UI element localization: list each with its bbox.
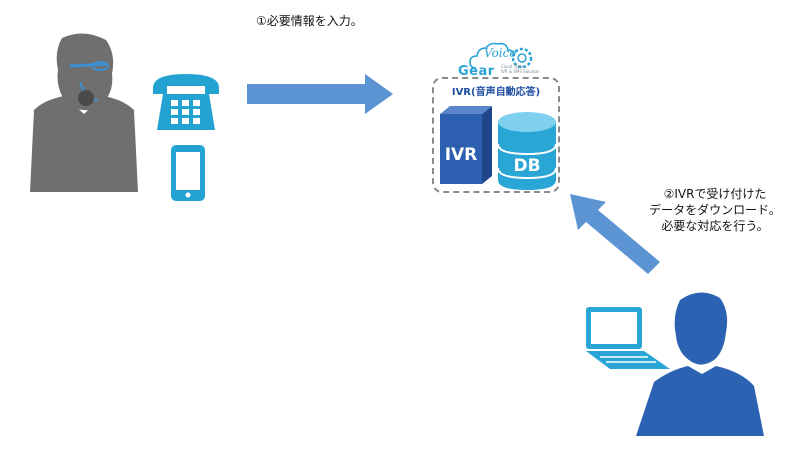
operator-person-icon bbox=[636, 292, 764, 436]
caller-head bbox=[56, 33, 114, 111]
logo-subtitle-line1: Cloud Type bbox=[501, 64, 523, 69]
caller-person-icon bbox=[30, 33, 138, 192]
ivr-server-label: IVR bbox=[445, 145, 478, 165]
download-arrow-icon bbox=[570, 194, 660, 274]
caller-glasses bbox=[69, 62, 109, 68]
operator-body bbox=[636, 366, 764, 436]
smartphone-icon bbox=[171, 145, 205, 201]
caller-body bbox=[30, 96, 138, 192]
caller-glasses-lens bbox=[91, 61, 109, 71]
step2-line1: ②IVRで受け付けた bbox=[663, 187, 767, 201]
logo-subtitle: Cloud Type IVR & SMS Solution bbox=[501, 64, 561, 74]
ivr-system-box bbox=[432, 77, 560, 193]
operator-head bbox=[674, 292, 728, 365]
ivr-server-icon: IVR bbox=[440, 106, 492, 184]
laptop-icon bbox=[586, 307, 670, 369]
desk-phone-icon bbox=[153, 74, 219, 130]
logo-voice-text: Voice bbox=[484, 46, 517, 60]
gear-icon bbox=[511, 47, 533, 69]
step2-caption: ②IVRで受け付けた データをダウンロード。 必要な対応を行う。 bbox=[630, 186, 800, 234]
voicegear-cloud-icon bbox=[469, 42, 533, 69]
database-icon: DB bbox=[497, 112, 557, 190]
ivr-title: IVR(音声自動応答) bbox=[451, 87, 541, 98]
step1-caption: ①必要情報を入力。 bbox=[256, 14, 363, 28]
input-arrow-icon bbox=[247, 74, 393, 114]
logo-gear-text: Gear bbox=[458, 64, 495, 79]
caller-hand bbox=[78, 90, 94, 106]
step2-line3: 必要な対応を行う。 bbox=[661, 219, 769, 233]
step2-line2: データをダウンロード。 bbox=[649, 203, 781, 217]
logo-subtitle-line2: IVR & SMS Solution bbox=[501, 69, 540, 74]
database-label: DB bbox=[513, 156, 540, 176]
